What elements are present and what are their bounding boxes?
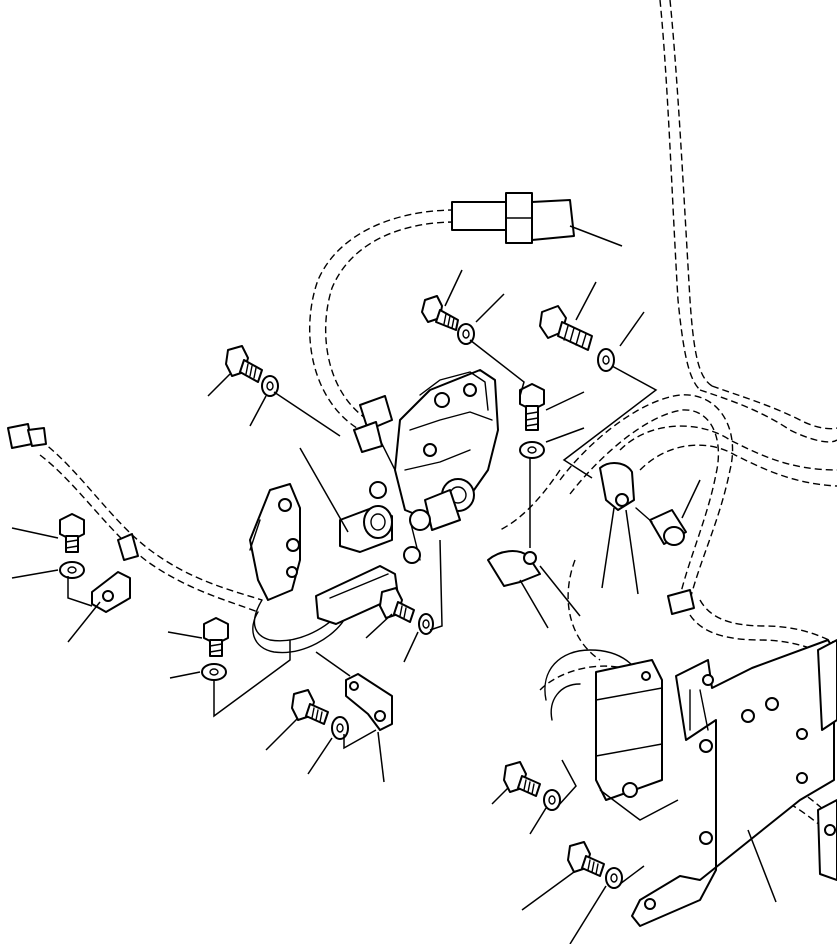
harness-clip-left	[117, 533, 139, 561]
bolt-icon	[503, 761, 541, 797]
bolt-icon	[59, 513, 85, 553]
harness-end-plug	[7, 423, 47, 449]
bolt-icon	[519, 383, 545, 431]
washer-icon	[418, 613, 434, 635]
wire-harness-main	[659, 0, 837, 443]
washer-icon	[261, 375, 279, 397]
bracket-left	[91, 571, 131, 613]
leader-lines	[11, 225, 777, 944]
solenoid-coil	[339, 505, 393, 553]
washer-icon	[201, 663, 227, 681]
clamp-right	[599, 462, 635, 511]
washer-icon	[331, 716, 349, 740]
spacer	[635, 507, 687, 546]
harness-connector	[451, 192, 575, 244]
washer-icon	[543, 789, 561, 811]
washer-icon	[519, 441, 545, 459]
bolt-icon	[291, 689, 329, 725]
sensor-housing-left	[249, 483, 301, 601]
washer-icon	[59, 561, 85, 579]
harness-clip-right	[667, 589, 695, 615]
bolt-icon	[203, 617, 229, 657]
bolt-icon	[379, 587, 415, 623]
mounting-plate	[631, 639, 837, 927]
bolt-icon	[539, 305, 593, 351]
clamp-center	[487, 550, 541, 587]
wire-harness-upper-loop	[309, 209, 456, 431]
washer-icon	[597, 348, 615, 372]
controller-unit	[544, 649, 663, 801]
valve-assembly	[353, 369, 499, 564]
bracket-center	[345, 673, 393, 731]
washer-icon	[457, 323, 475, 345]
bolt-icon	[421, 295, 459, 331]
bolt-icon	[567, 841, 605, 877]
wire-harness-right-loop	[499, 394, 837, 661]
wire-harness-left	[39, 439, 345, 654]
washer-icon	[605, 867, 623, 889]
bolt-icon	[225, 345, 263, 383]
group-lines	[67, 339, 679, 885]
